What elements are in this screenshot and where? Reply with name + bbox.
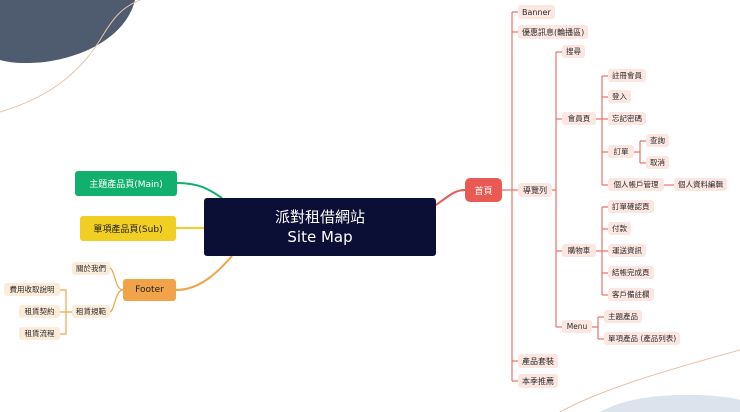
packages-node[interactable]: 產品套裝 xyxy=(518,354,558,368)
shipping-node[interactable]: 運送資訊 xyxy=(608,244,646,257)
theme-products-node[interactable]: 主題產品 xyxy=(604,310,642,323)
season-node[interactable]: 本季推薦 xyxy=(518,374,558,388)
main-product-node[interactable]: 主題產品頁(Main) xyxy=(75,171,177,196)
top-left-decoration xyxy=(0,0,135,64)
guest-register-node[interactable]: 客戶備註欄 xyxy=(608,288,654,301)
profile-edit-node[interactable]: 個人資料編輯 xyxy=(674,178,727,191)
decorative-curve-bottom xyxy=(559,349,740,412)
rental-process-node[interactable]: 租賃流程 xyxy=(19,327,60,340)
checkout-done-node[interactable]: 結帳完成頁 xyxy=(608,266,654,279)
promo-node[interactable]: 優惠訊息(輪播區) xyxy=(518,25,589,39)
banner-node[interactable]: Banner xyxy=(518,5,555,19)
root-subtitle: Site Map xyxy=(287,228,353,246)
home-node[interactable]: 首頁 xyxy=(465,178,502,202)
cancel-node[interactable]: 取消 xyxy=(646,156,669,169)
forgot-password-node[interactable]: 忘記密碼 xyxy=(608,112,646,125)
query-node[interactable]: 查詢 xyxy=(646,134,669,147)
about-us-node[interactable]: 關於我們 xyxy=(72,262,110,275)
login-node[interactable]: 登入 xyxy=(608,90,631,103)
footer-node[interactable]: Footer xyxy=(123,279,176,301)
rental-rules-node[interactable]: 租賃規範 xyxy=(72,305,110,318)
sub-product-node[interactable]: 單項產品頁(Sub) xyxy=(80,216,176,241)
order-confirm-node[interactable]: 訂單確認頁 xyxy=(608,200,654,213)
bottom-right-decoration xyxy=(600,394,740,412)
rental-contract-node[interactable]: 租賃契約 xyxy=(19,305,60,318)
root-node[interactable]: 派對租借網站 Site Map xyxy=(204,198,436,256)
search-node[interactable]: 搜尋 xyxy=(562,45,585,58)
single-products-node[interactable]: 單項產品 (產品列表) xyxy=(604,332,681,345)
root-title: 派對租借網站 xyxy=(274,208,365,226)
decorative-curve-top xyxy=(0,0,141,113)
member-node[interactable]: 會員頁 xyxy=(562,112,596,125)
register-node[interactable]: 註冊會員 xyxy=(608,69,646,82)
account-node[interactable]: 個人帳戶管理 xyxy=(608,178,664,191)
cart-node[interactable]: 購物車 xyxy=(562,244,596,257)
pay-node[interactable]: 付款 xyxy=(608,222,631,235)
menu-node[interactable]: Menu xyxy=(562,320,592,333)
fee-explanation-node[interactable]: 費用收取說明 xyxy=(4,283,60,296)
orders-node[interactable]: 訂單 xyxy=(608,145,634,158)
nav-node[interactable]: 導覽列 xyxy=(518,183,552,197)
